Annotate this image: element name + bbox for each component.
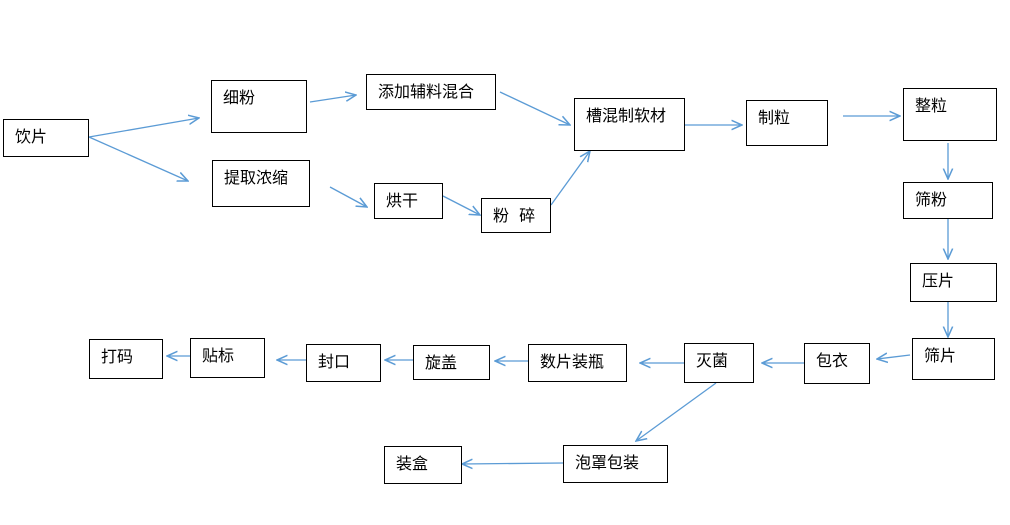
arrow-tianjia-to-caohun xyxy=(499,91,570,125)
node-caohun: 槽混制软材 xyxy=(574,98,685,151)
arrow-fensui-to-caohun xyxy=(550,151,590,206)
node-tiebiao: 贴标 xyxy=(190,338,265,378)
node-shaifen: 筛粉 xyxy=(903,182,993,219)
node-yinpian: 饮片 xyxy=(3,119,89,157)
node-fensui: 粉 碎 xyxy=(481,198,551,233)
node-fengkou: 封口 xyxy=(306,344,381,382)
node-shupian: 数片装瓶 xyxy=(528,344,627,382)
node-tianjia: 添加辅料混合 xyxy=(366,74,496,110)
node-yapian: 压片 xyxy=(910,263,997,302)
node-zhili: 制粒 xyxy=(746,100,828,146)
arrow-yinpian-to-xifen xyxy=(88,118,199,138)
node-shaipian: 筛片 xyxy=(912,338,995,380)
arrow-shaipian-to-baoyi xyxy=(877,355,911,359)
node-zhengli: 整粒 xyxy=(903,88,997,141)
node-miejun: 灭菌 xyxy=(684,343,754,383)
node-paozhao: 泡罩包装 xyxy=(563,445,668,483)
node-baoyi: 包衣 xyxy=(804,343,870,384)
node-zhuanghe: 装盒 xyxy=(384,446,462,484)
arrow-yinpian-to-tiqu xyxy=(88,136,188,181)
arrow-honggan-to-fensui xyxy=(442,195,480,215)
node-xuangai: 旋盖 xyxy=(413,345,490,380)
arrow-miejun-to-paozhao xyxy=(636,382,717,441)
arrow-xifen-to-tianjia xyxy=(309,95,356,103)
arrow-tiqu-to-honggan xyxy=(329,186,367,207)
node-dama: 打码 xyxy=(89,339,163,379)
node-tiqu: 提取浓缩 xyxy=(212,160,310,207)
node-honggan: 烘干 xyxy=(374,183,443,219)
arrow-paozhao-to-zhuanghe xyxy=(462,463,564,464)
node-xifen: 细粉 xyxy=(211,80,307,133)
